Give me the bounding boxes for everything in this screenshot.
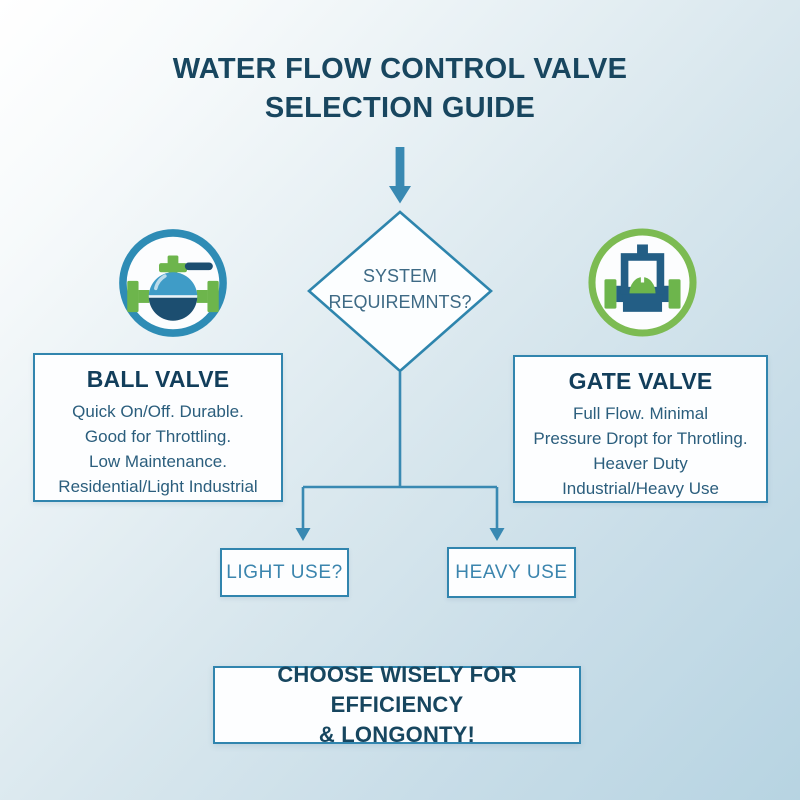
gate-valve-card: GATE VALVE Full Flow. Minimal Pressure D… xyxy=(513,355,768,503)
arrow-to-light-use xyxy=(295,528,311,541)
ball-valve-title: BALL VALVE xyxy=(86,366,230,392)
branch-connector-lines xyxy=(301,372,499,529)
heavy-use-node: HEAVY USE xyxy=(447,547,576,598)
ball-valve-icon xyxy=(117,227,229,339)
page-title: WATER FLOW CONTROL VALVE SELECTION GUIDE xyxy=(172,53,628,124)
ball-valve-card: BALL VALVE Quick On/Off. Durable. Good f… xyxy=(33,353,283,502)
light-use-label: LIGHT USE? xyxy=(226,561,343,583)
footer-banner: CHOOSE WISELY FOR EFFICIENCY & LONGONTY! xyxy=(213,662,581,747)
ball-valve-description: Quick On/Off. Durable. Good for Throttli… xyxy=(58,402,258,496)
heavy-use-label: HEAVY USE xyxy=(455,561,568,583)
decision-diamond-shape xyxy=(307,210,493,373)
gate-valve-description: Full Flow. Minimal Pressure Dropt for Th… xyxy=(533,404,748,498)
footer-message: CHOOSE WISELY FOR EFFICIENCY & LONGONTY! xyxy=(277,662,517,747)
arrow-title-to-diamond xyxy=(389,147,411,204)
decision-label: SYSTEM REQUIREMNTS? xyxy=(328,266,472,312)
arrow-to-heavy-use xyxy=(489,528,505,541)
light-use-node: LIGHT USE? xyxy=(220,548,349,597)
gate-valve-title: GATE VALVE xyxy=(568,368,713,394)
gate-valve-icon xyxy=(586,226,699,339)
